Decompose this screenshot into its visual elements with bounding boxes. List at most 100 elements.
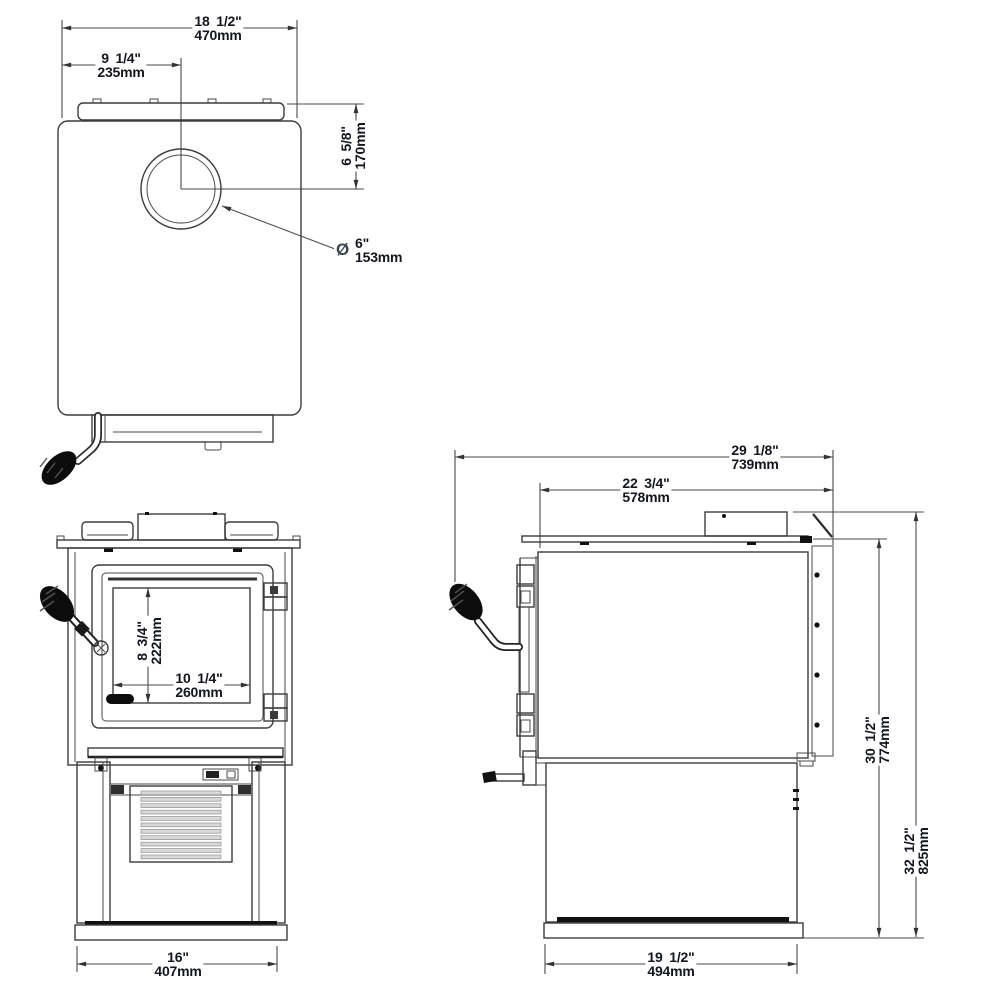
plate-mark (747, 542, 756, 545)
handle-boss-cross (96, 643, 106, 653)
plate-tick (145, 512, 149, 515)
hinge-block-lower (516, 693, 535, 714)
pedestal-bracket (238, 785, 251, 794)
dim-label-overall-height: 32 1/2" 825mm (901, 825, 931, 877)
plate-end-dark (800, 536, 812, 543)
base-shadow-line (85, 921, 277, 925)
top-plate-side (521, 535, 809, 543)
hinge-pin (270, 586, 278, 594)
lever-bracket-inner (535, 762, 547, 786)
dim-label-flue-from-rear: 6 5/8" 170mm (338, 120, 368, 172)
dim-mm: 739mm (731, 456, 779, 472)
damper-rod (812, 513, 833, 538)
dim-mm: 260mm (175, 684, 223, 700)
hinge-block-lower2 (516, 714, 535, 737)
door-latch-tab (204, 441, 222, 451)
door-glass (112, 587, 251, 704)
top-view (39, 20, 364, 485)
hinge-lower (263, 693, 288, 709)
shield-bolt (814, 572, 820, 578)
shield-bolt (814, 722, 820, 728)
handle-knob-ridges (39, 585, 59, 612)
grille-slat (140, 854, 222, 860)
grille-slat (140, 790, 222, 796)
dim-mm: 774mm (876, 716, 892, 764)
flue-collar-outer (140, 148, 222, 230)
top-tab-right (224, 521, 279, 541)
hearth-band (87, 747, 284, 758)
dim-label-base-depth: 19 1/2" 494mm (645, 950, 697, 979)
door-latch (106, 694, 134, 704)
dim-inches: 30 1/2" (862, 716, 878, 764)
dim-mm: 578mm (622, 489, 670, 505)
dim-label-overall-depth: 29 1/8" 739mm (729, 442, 781, 472)
door-edge-plate (91, 414, 274, 443)
dim-label-glass-width: 10 1/4" 260mm (173, 671, 225, 700)
hinge-upper-lower-block (263, 596, 288, 611)
leader-flue-diameter (221, 205, 336, 250)
diameter-symbol: Ø (336, 240, 350, 259)
dim-inches: 18 1/2" (194, 13, 242, 29)
plate-mark (233, 548, 242, 552)
hearth-hook (248, 757, 262, 772)
dim-mm: 222mm (148, 617, 164, 665)
stove-body-side (537, 551, 809, 759)
front-view (39, 512, 301, 972)
rear-heat-shield (811, 545, 834, 757)
dim-label-height-to-top: 30 1/2" 774mm (862, 714, 892, 766)
collar-bolt (722, 514, 726, 518)
air-control-slider (206, 771, 219, 778)
dim-inches: 6" (355, 235, 370, 251)
handle-rod-highlight (75, 413, 101, 464)
plate-mark (580, 542, 589, 545)
hinge-pin (270, 711, 278, 719)
stove-body-front (67, 547, 293, 766)
air-control-knob (226, 770, 236, 779)
dim-label-top-depth: 22 3/4" 578mm (620, 475, 672, 505)
handle-knob (449, 583, 483, 621)
dim-mm: 235mm (97, 64, 145, 80)
corner-bolt (255, 765, 261, 771)
side-view (448, 450, 924, 974)
edge-mark (793, 798, 799, 801)
dim-mm: 494mm (647, 963, 695, 979)
dim-label-glass-height: 8 3/4" 222mm (134, 615, 164, 667)
pedestal-column-right (251, 761, 286, 924)
hinge-block-upper (516, 564, 535, 585)
dim-inches: 16" (167, 949, 189, 965)
dim-mm: 470mm (194, 27, 242, 43)
dim-inches: 9 1/4" (101, 50, 141, 66)
dim-label-flue-offset: 9 1/4" 235mm (95, 50, 147, 80)
ext-line (544, 944, 798, 974)
grille-slat (140, 829, 222, 834)
shield-bolt (814, 622, 820, 628)
plate-mark (104, 548, 113, 552)
shield-bolt (814, 672, 820, 678)
grille-slat (140, 841, 222, 847)
dim-inches: 22 3/4" (622, 475, 670, 491)
hinge-lower-lower-block (263, 707, 288, 722)
dim-inches: 29 1/8" (731, 442, 779, 458)
handle-knob-ridges (39, 457, 64, 479)
base-plate-side (543, 922, 804, 939)
dim-inches: 6 5/8" (338, 126, 354, 166)
dim-mm: 825mm (915, 827, 931, 875)
handle-knob (41, 451, 77, 485)
ext-line (76, 946, 278, 972)
top-plate (56, 539, 301, 549)
ash-lever-tip (482, 770, 497, 783)
vent-grille-frame (129, 785, 233, 863)
grille-slat (140, 848, 222, 853)
door-outer-frame (91, 564, 274, 729)
grille-slat (140, 797, 222, 802)
dim-mm: 170mm (352, 122, 368, 170)
body-trim-lines (74, 552, 286, 762)
handle-knob (39, 586, 75, 622)
top-center-plate (137, 513, 226, 541)
dim-label-top-overall-width: 18 1/2" 470mm (192, 13, 244, 43)
dim-label-base-width: 16" 407mm (152, 949, 204, 978)
edge-mark (793, 789, 799, 792)
dim-mm: 153mm (355, 249, 403, 265)
